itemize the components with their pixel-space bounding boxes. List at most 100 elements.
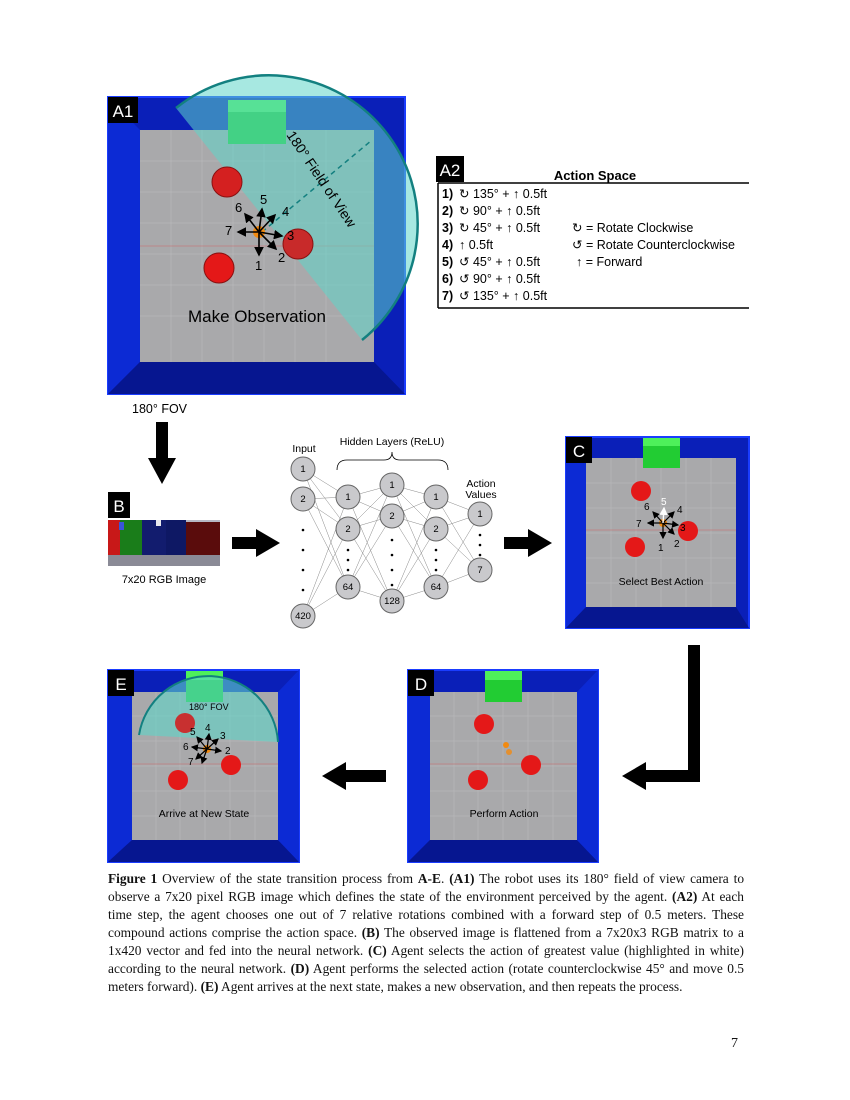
panel-b: B 7x20 RGB Image — [108, 492, 220, 586]
caption-ref-e: (E) — [200, 979, 219, 994]
h1-node-64: 64 — [343, 582, 354, 593]
figure-caption: Figure 1 Overview of the state transitio… — [108, 870, 744, 996]
caption-text-3: The robot uses its 180° field of view ca… — [108, 871, 745, 904]
c-num-6: 6 — [644, 502, 650, 513]
action-4-text: ↑ 0.5ft — [459, 238, 494, 252]
legend-counterclockwise: ↺ = Rotate Counterclockwise — [572, 238, 735, 252]
caption-ref-a1: (A1) — [449, 871, 475, 886]
action-num-4: 4 — [282, 204, 289, 219]
action-values-label-1: Action — [466, 478, 495, 490]
panel-e-tag: E — [115, 675, 126, 694]
panel-d: Perform Action D — [407, 669, 599, 863]
e-num-5: 5 — [190, 727, 196, 738]
e-num-4: 4 — [205, 723, 211, 734]
c-num-3: 3 — [680, 523, 686, 534]
action-3-text: ↻ 45° + ↑ 0.5ft — [459, 221, 541, 235]
hidden-layers-brace — [336, 451, 449, 471]
c-num-4: 4 — [677, 505, 683, 516]
action-5-text: ↺ 45° + ↑ 0.5ft — [459, 255, 541, 269]
action-2-text: ↻ 90° + ↑ 0.5ft — [459, 204, 541, 218]
caption-text-1: Overview of the state transition process… — [157, 871, 418, 886]
caption-ref-c: (C) — [368, 943, 387, 958]
output-node-1: 1 — [477, 509, 482, 520]
nn-nodes — [290, 456, 493, 629]
action-7-text: ↺ 135° + ↑ 0.5ft — [459, 289, 548, 303]
neural-network: 1 2 420 1 2 64 1 2 128 1 2 64 1 7 Input … — [290, 436, 497, 629]
action-num-5: 5 — [260, 192, 267, 207]
action-num-2: 2 — [278, 250, 285, 265]
c-num-2: 2 — [674, 539, 680, 550]
arrow-d-to-e — [322, 762, 386, 790]
h1-node-1: 1 — [345, 492, 350, 503]
panel-e: 2 3 4 5 6 7 180° FOV Arrive at New State… — [107, 669, 300, 863]
action-6-num: 6) — [442, 272, 453, 286]
h2-node-1: 1 — [389, 480, 394, 491]
action-1-num: 1) — [442, 187, 453, 201]
caption-text-4: At each time step, the agent chooses one… — [108, 889, 745, 940]
panel-c: 1 2 3 4 5 6 7 Select Best Action C — [565, 436, 750, 629]
caption-text-2: . — [440, 871, 450, 886]
action-1-text: ↻ 135° + ↑ 0.5ft — [459, 187, 548, 201]
caption-fig-label: Figure 1 — [108, 871, 158, 886]
h3-node-64: 64 — [431, 582, 442, 593]
panel-a1: 1 2 3 4 5 6 7 180° Field of View Make Ob… — [107, 74, 419, 395]
arrow-b-to-nn — [232, 529, 280, 557]
action-2-num: 2) — [442, 204, 453, 218]
panel-a2-tag: A2 — [440, 161, 461, 180]
panel-e-caption: Arrive at New State — [159, 808, 250, 820]
panel-b-tag: B — [113, 497, 124, 516]
input-node-1: 1 — [300, 464, 305, 475]
h3-node-1: 1 — [433, 492, 438, 503]
e-num-7: 7 — [188, 757, 194, 768]
caption-ref-b: (B) — [361, 925, 380, 940]
output-node-7: 7 — [477, 565, 482, 576]
action-values-label-2: Values — [465, 489, 496, 501]
e-num-6: 6 — [183, 742, 189, 753]
input-node-420: 420 — [295, 611, 311, 622]
action-5-num: 5) — [442, 255, 453, 269]
panel-a1-tag: A1 — [113, 102, 134, 121]
page-number: 7 — [731, 1036, 738, 1051]
c-num-7: 7 — [636, 519, 642, 530]
panel-a1-caption: Make Observation — [188, 307, 326, 326]
legend-forward: ↑ = Forward — [576, 255, 642, 269]
h2-node-128: 128 — [384, 596, 400, 607]
figure-1: 1 2 3 4 5 6 7 180° Field of View Make Ob… — [107, 74, 750, 863]
e-num-3: 3 — [220, 731, 226, 742]
panel-b-caption: 7x20 RGB Image — [122, 574, 206, 586]
caption-text-8: Agent arrives at the next state, makes a… — [218, 979, 683, 994]
c-num-1: 1 — [658, 543, 664, 554]
h1-node-2: 2 — [345, 524, 350, 535]
caption-text-6: Agent selects the action of greatest val… — [108, 943, 744, 976]
action-num-7: 7 — [225, 223, 232, 238]
caption-text-7: Agent performs the selected action (rota… — [108, 961, 744, 994]
caption-range: A-E — [417, 871, 441, 886]
arrow-nn-to-c — [504, 529, 552, 557]
caption-ref-d: (D) — [290, 961, 310, 976]
action-3-num: 3) — [442, 221, 453, 235]
panel-d-tag: D — [415, 675, 427, 694]
panel-c-caption: Select Best Action — [619, 576, 704, 588]
action-4-num: 4) — [442, 238, 453, 252]
panel-a2: A2 Action Space 1) ↻ 135° + ↑ 0.5ft 2) ↻… — [436, 156, 749, 309]
hidden-layers-label: Hidden Layers (ReLU) — [340, 436, 444, 448]
caption-text-5: The observed image is flattened from a 7… — [108, 925, 744, 958]
input-node-2: 2 — [300, 494, 305, 505]
fov-arrow-label: 180° FOV — [132, 402, 188, 416]
action-space-title: Action Space — [554, 168, 636, 183]
fov-wedge — [176, 75, 418, 340]
c-num-5-highlighted: 5 — [661, 497, 667, 508]
legend-clockwise: ↻ = Rotate Clockwise — [572, 221, 693, 235]
arrow-a1-to-b: 180° FOV — [132, 402, 188, 484]
panel-d-caption: Perform Action — [470, 808, 539, 820]
action-num-1: 1 — [255, 258, 262, 273]
h2-node-2: 2 — [389, 511, 394, 522]
action-6-text: ↺ 90° + ↑ 0.5ft — [459, 272, 541, 286]
h3-node-2: 2 — [433, 524, 438, 535]
e-num-2: 2 — [225, 746, 231, 757]
action-num-6: 6 — [235, 200, 242, 215]
caption-ref-a2: (A2) — [672, 889, 698, 904]
nn-ellipsis — [301, 528, 482, 592]
panel-e-fov-label: 180° FOV — [189, 702, 229, 712]
panel-c-tag: C — [573, 442, 585, 461]
